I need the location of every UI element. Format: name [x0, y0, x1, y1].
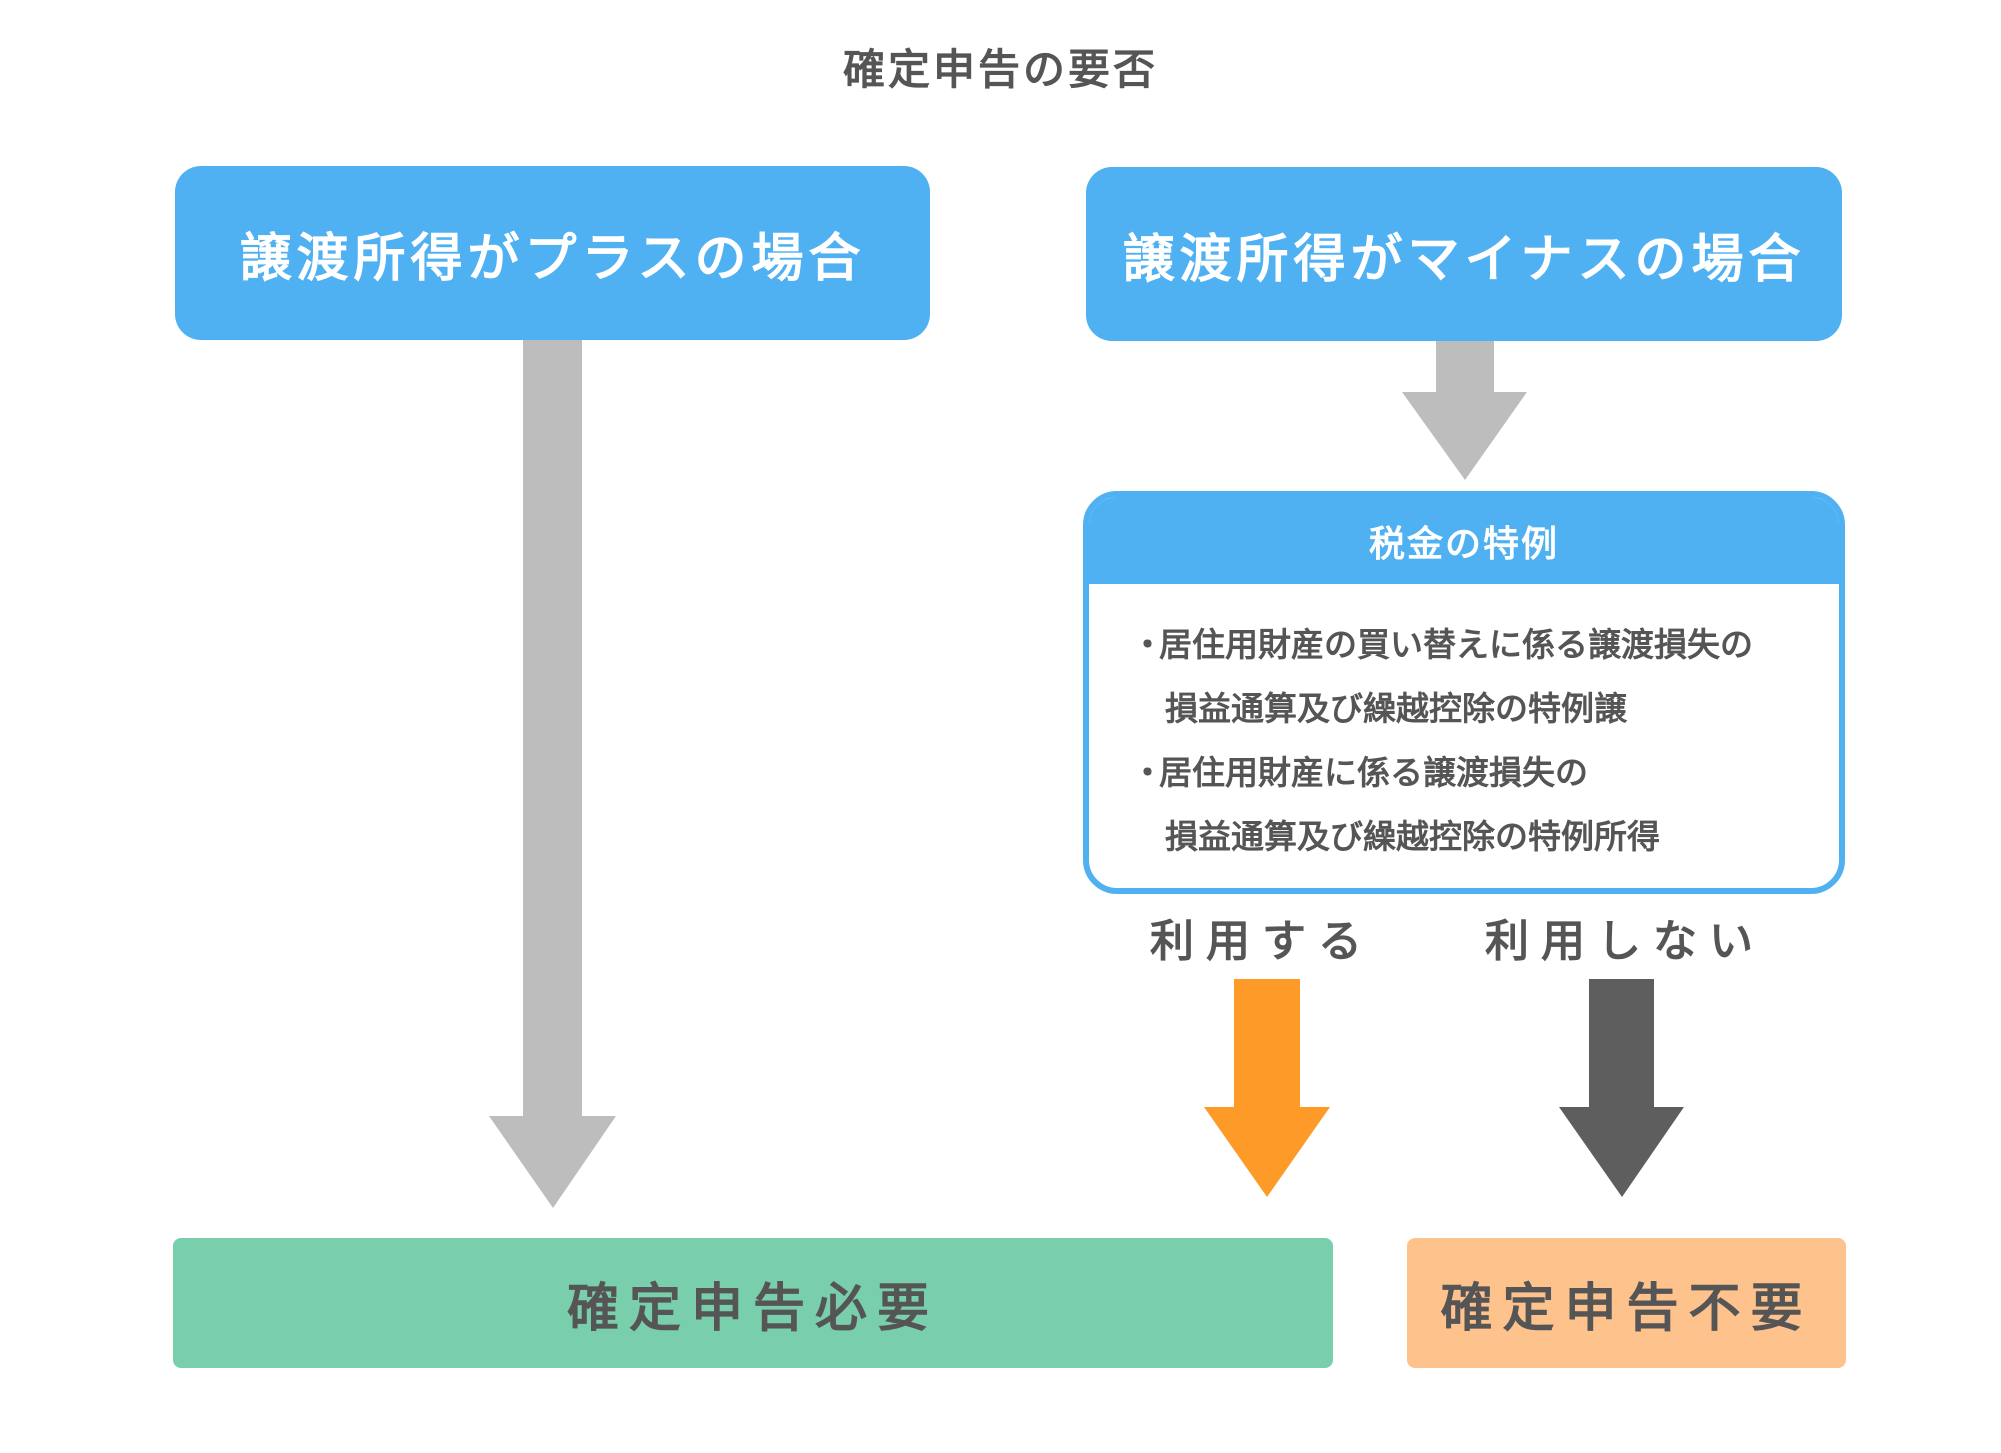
page-title: 確定申告の要否	[842, 45, 1158, 94]
choice-not-use-label: 利用しない	[1485, 916, 1765, 967]
case-box-minus: 譲渡所得がマイナスの場合	[1086, 167, 1842, 341]
special-rule-item-line1: 居住用財産の買い替えに係る譲渡損失の	[1159, 625, 1753, 664]
arrow-use-to-required	[1204, 979, 1330, 1197]
special-rule-item: ・居住用財産に係る譲渡損失の 損益通算及び繰越控除の特例所得	[1131, 741, 1819, 869]
special-rule-heading-text: 税金の特例	[1368, 523, 1559, 565]
special-rule-box: 税金の特例 ・居住用財産の買い替えに係る譲渡損失の 損益通算及び繰越控除の特例譲…	[1083, 491, 1845, 894]
case-box-minus-label: 譲渡所得がマイナスの場合	[1122, 229, 1806, 290]
choice-use-label: 利用する	[1150, 916, 1374, 967]
result-not-required-label: 確定申告不要	[1440, 1278, 1813, 1339]
case-box-plus-label: 譲渡所得がプラスの場合	[239, 228, 866, 289]
special-rule-item-line2: 損益通算及び繰越控除の特例譲	[1165, 689, 1627, 728]
arrow-minus-to-special	[1402, 341, 1527, 480]
arrow-nouse-to-not-required	[1559, 979, 1684, 1197]
result-not-required-box: 確定申告不要	[1407, 1238, 1846, 1368]
page-title-area: 確定申告の要否	[0, 0, 2001, 110]
bullet: ・	[1131, 625, 1164, 664]
special-rule-item-line1: 居住用財産に係る譲渡損失の	[1159, 753, 1588, 792]
special-rule-list: ・居住用財産の買い替えに係る譲渡損失の 損益通算及び繰越控除の特例譲 ・居住用財…	[1131, 613, 1819, 869]
arrow-plus-to-required	[489, 340, 616, 1208]
bullet: ・	[1131, 753, 1164, 792]
case-box-plus: 譲渡所得がプラスの場合	[175, 166, 930, 340]
special-rule-item-line2: 損益通算及び繰越控除の特例所得	[1165, 817, 1660, 856]
result-required-label: 確定申告必要	[566, 1278, 939, 1339]
result-required-box: 確定申告必要	[173, 1238, 1333, 1368]
special-rule-item: ・居住用財産の買い替えに係る譲渡損失の 損益通算及び繰越控除の特例譲	[1131, 613, 1819, 741]
special-rule-heading: 税金の特例	[1089, 497, 1839, 584]
